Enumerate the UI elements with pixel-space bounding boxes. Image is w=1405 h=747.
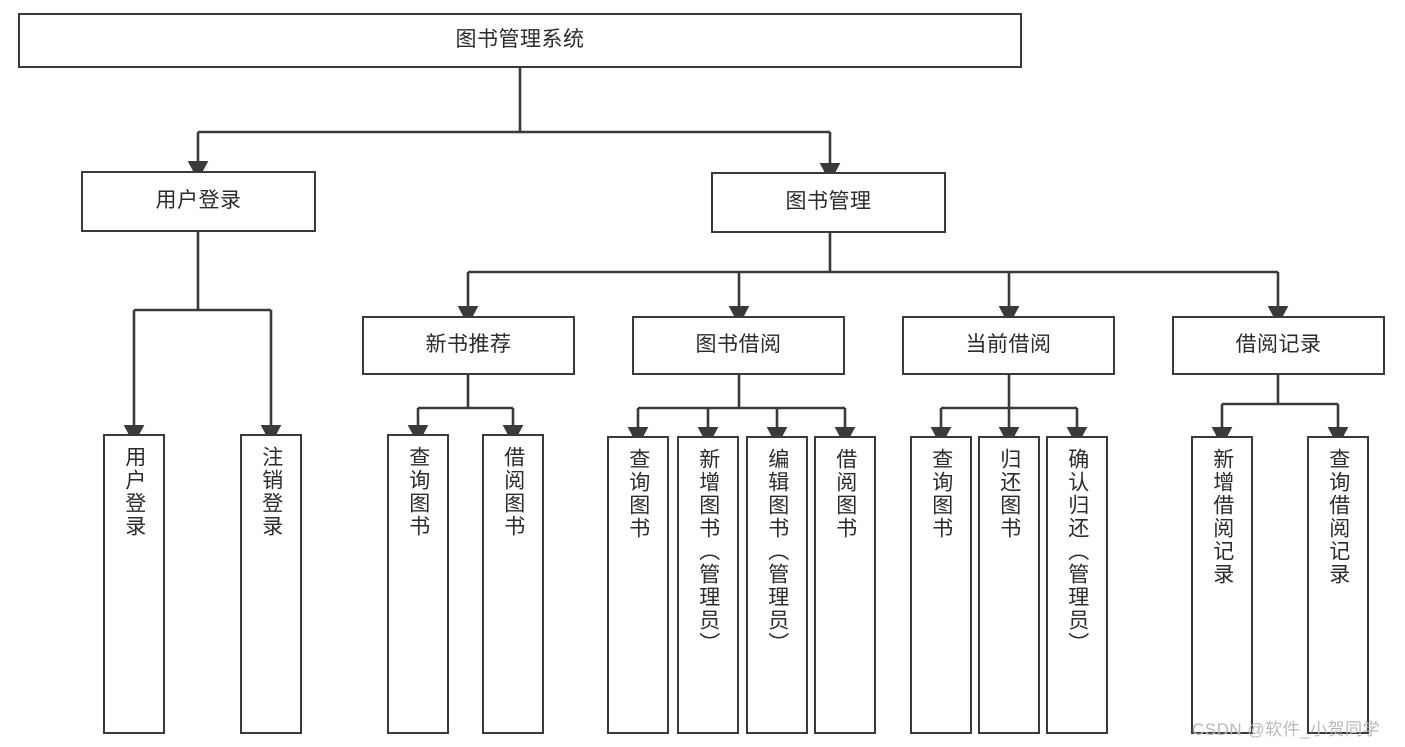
node-new-book-recommend[interactable]: 新书推荐	[362, 316, 575, 375]
leaf-label: 归还图书	[997, 448, 1021, 540]
leaf-label: 新增图书（管理员）	[696, 448, 720, 655]
leaf-new-book-recommend-2[interactable]: 借阅图书	[482, 434, 544, 734]
leaf-new-book-recommend-1[interactable]: 查询图书	[387, 434, 449, 734]
leaf-label: 新增借阅记录	[1210, 448, 1234, 586]
leaf-label: 查询图书	[626, 448, 650, 540]
node-root[interactable]: 图书管理系统	[18, 13, 1022, 68]
leaf-current-borrow-3[interactable]: 确认归还（管理员）	[1046, 436, 1108, 734]
leaf-user-login-1[interactable]: 用户登录	[103, 434, 165, 734]
node-user-login-label: 用户登录	[155, 189, 242, 213]
node-current-borrow-label: 当前借阅	[965, 333, 1052, 357]
leaf-current-borrow-1[interactable]: 查询图书	[910, 436, 972, 734]
leaf-borrow-record-2[interactable]: 查询借阅记录	[1307, 436, 1369, 734]
leaf-label: 用户登录	[122, 446, 146, 538]
leaf-label: 借阅图书	[501, 446, 525, 538]
node-book-borrow-label: 图书借阅	[695, 333, 782, 357]
leaf-borrow-record-1[interactable]: 新增借阅记录	[1191, 436, 1253, 734]
leaf-label: 查询借阅记录	[1326, 448, 1350, 586]
node-book-manage[interactable]: 图书管理	[711, 172, 946, 233]
leaf-user-login-2[interactable]: 注销登录	[240, 434, 302, 734]
node-root-label: 图书管理系统	[455, 28, 585, 52]
node-borrow-record-label: 借阅记录	[1235, 333, 1322, 357]
node-user-login[interactable]: 用户登录	[81, 171, 316, 232]
node-book-borrow[interactable]: 图书借阅	[632, 316, 845, 375]
leaf-label: 借阅图书	[833, 448, 857, 540]
leaf-label: 查询图书	[929, 448, 953, 540]
leaf-label: 查询图书	[406, 446, 430, 538]
leaf-label: 编辑图书（管理员）	[765, 448, 789, 655]
leaf-current-borrow-2[interactable]: 归还图书	[978, 436, 1040, 734]
csdn-watermark: CSDN @软件_小贺同学	[1192, 720, 1381, 739]
node-borrow-record[interactable]: 借阅记录	[1172, 316, 1385, 375]
leaf-book-borrow-2[interactable]: 新增图书（管理员）	[677, 436, 739, 734]
leaf-book-borrow-4[interactable]: 借阅图书	[814, 436, 876, 734]
leaf-book-borrow-1[interactable]: 查询图书	[607, 436, 669, 734]
node-book-manage-label: 图书管理	[785, 190, 872, 214]
leaf-book-borrow-3[interactable]: 编辑图书（管理员）	[746, 436, 808, 734]
leaf-label: 注销登录	[259, 446, 283, 538]
leaf-label: 确认归还（管理员）	[1065, 448, 1089, 655]
node-current-borrow[interactable]: 当前借阅	[902, 316, 1115, 375]
node-new-book-recommend-label: 新书推荐	[425, 333, 512, 357]
